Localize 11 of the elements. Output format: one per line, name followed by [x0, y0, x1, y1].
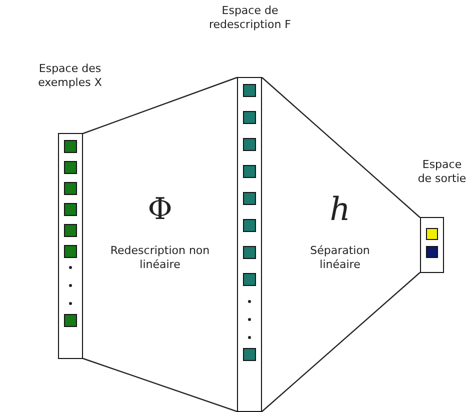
space-heading: Espace des exemples X — [37, 62, 103, 90]
connector-line — [262, 272, 420, 412]
connector-line — [82, 358, 238, 412]
phi-symbol: Φ — [146, 192, 174, 228]
mapping-caption: Redescription non linéaire — [110, 244, 210, 272]
mapping-caption: Séparation linéaire — [309, 244, 371, 272]
space-heading: Espace de sortie — [416, 158, 468, 186]
connector-line — [82, 76, 238, 134]
function-symbol: h — [328, 190, 352, 228]
space-heading: Espace de redescription F — [208, 4, 292, 32]
connector-line — [262, 77, 420, 218]
